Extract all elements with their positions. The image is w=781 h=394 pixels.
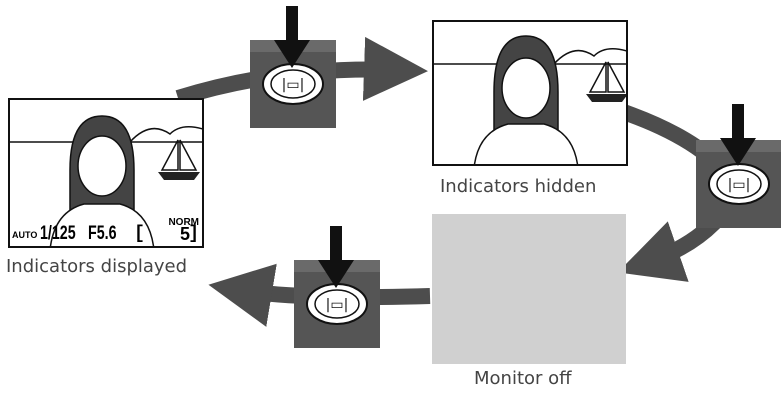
mode-indicator: AUTO (12, 230, 38, 240)
down-arrow-icon (274, 6, 310, 68)
screen-indicators-hidden (432, 20, 628, 166)
aperture-value: F5.6 (88, 223, 117, 244)
down-arrow-icon (318, 226, 354, 288)
monitor-button-icon[interactable]: |▭| (696, 140, 781, 228)
caption-indicators-displayed: Indicators displayed (6, 256, 188, 277)
shooting-indicators: AUTO 1/125 F5.6 NORM [ 5 ] (10, 217, 202, 246)
caption-indicators-hidden: Indicators hidden (440, 176, 597, 197)
image-quality: NORM (168, 217, 199, 228)
portrait-scene (434, 35, 626, 164)
frames-remaining-bracket: [ (134, 224, 145, 244)
portrait-scene (10, 115, 202, 246)
frames-remaining: 5 (179, 224, 190, 244)
frames-remaining-bracket-end: ] (188, 224, 199, 244)
caption-monitor-off: Monitor off (474, 368, 572, 389)
screen-indicators-displayed: AUTO 1/125 F5.6 NORM [ 5 ] (8, 98, 204, 248)
down-arrow-icon (720, 104, 756, 166)
monitor-button-icon[interactable]: |▭| (294, 260, 380, 348)
shutter-speed: 1/125 (40, 223, 76, 244)
monitor-off-screen (432, 214, 626, 364)
svg-text:|▭|: |▭| (282, 77, 305, 93)
svg-text:|▭|: |▭| (326, 297, 349, 313)
svg-text:|▭|: |▭| (728, 177, 751, 193)
